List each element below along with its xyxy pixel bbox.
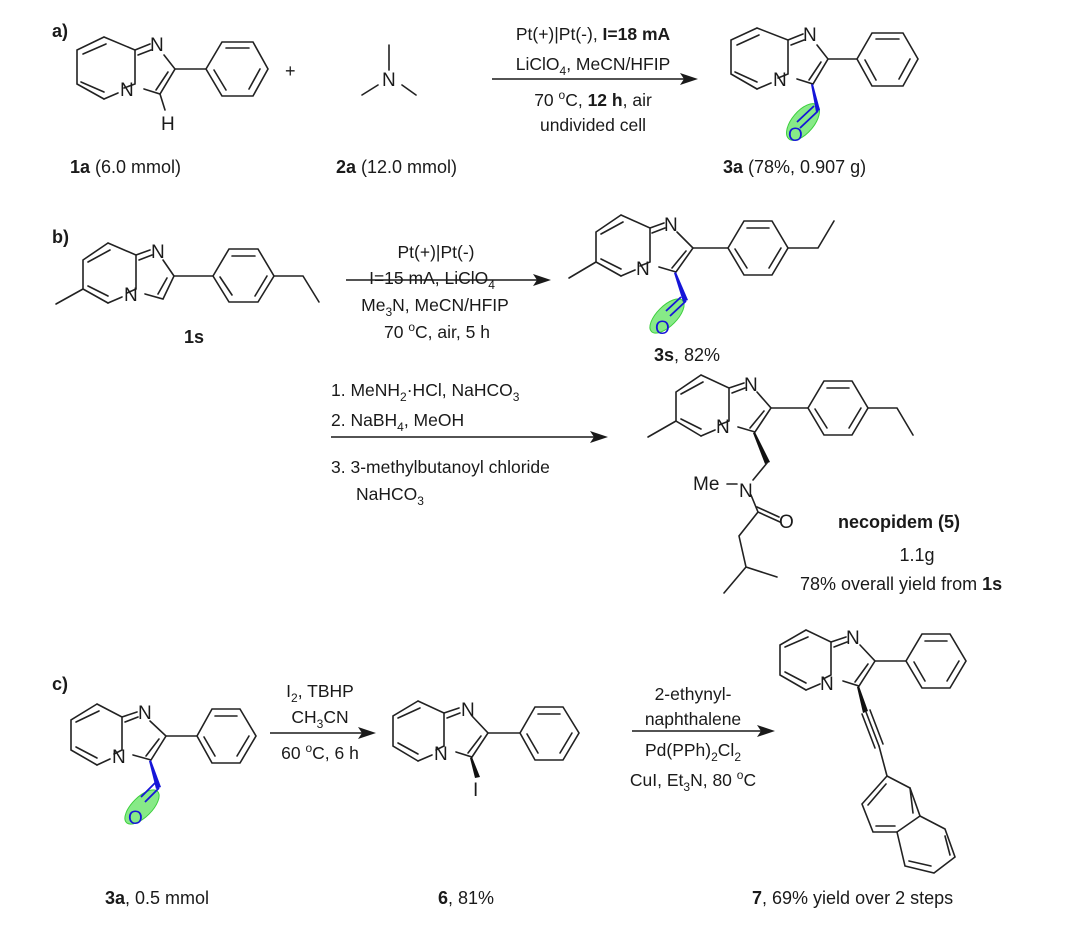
step-3-base: NaHCO3	[356, 484, 424, 508]
atom-n: N	[773, 70, 787, 91]
atom-i: I	[473, 780, 478, 801]
condition-line: Pt(+)|Pt(-), I=18 mA	[516, 24, 671, 44]
atom-n: N	[716, 417, 730, 438]
compound-label-6: 6, 81%	[438, 888, 494, 908]
atom-n: N	[434, 744, 448, 765]
atom-n: N	[664, 215, 678, 236]
structure-3a: O N N	[730, 25, 919, 146]
panel-a: a) N N H 1a (6.0 mmol) + N 2a (12	[52, 21, 919, 177]
arrow-head	[358, 727, 376, 739]
panel-c: c) O N N 3a, 0.5 mmol I2, TBHP CH3CN	[52, 628, 967, 908]
atom-n: N	[138, 703, 152, 724]
arrow-head	[533, 274, 551, 286]
compound-label-7: 7, 69% yield over 2 steps	[752, 888, 953, 908]
structure-6: I N N	[392, 700, 580, 801]
atom-n: N	[739, 481, 753, 502]
atom-n: N	[744, 375, 758, 396]
atom-n: N	[112, 747, 126, 768]
necopidem-name: necopidem (5)	[838, 512, 960, 532]
structure-1s: N N	[55, 242, 320, 306]
condition-line: undivided cell	[540, 115, 646, 135]
condition-line: 70 oC, 12 h, air	[534, 88, 652, 110]
step-1: 1. MeNH2·HCl, NaHCO3	[331, 380, 520, 404]
atom-n: N	[382, 70, 396, 91]
compound-label-3s: 3s, 82%	[654, 345, 720, 365]
atom-n: N	[124, 285, 138, 306]
compound-label-3a: 3a (78%, 0.907 g)	[723, 157, 866, 177]
atom-me: Me	[693, 474, 719, 495]
conditions-a: Pt(+)|Pt(-), I=18 mA LiClO4, MeCN/HFIP 7…	[492, 24, 698, 135]
arrow-head	[680, 73, 698, 85]
condition-line: naphthalene	[645, 709, 741, 729]
condition-line: Me3N, MeCN/HFIP	[361, 295, 509, 319]
panel-label-a: a)	[52, 21, 68, 41]
atom-n: N	[461, 700, 475, 721]
structure-necopidem: N N Me N O	[647, 374, 914, 594]
plus-sign: +	[285, 61, 296, 81]
compound-label-1s: 1s	[184, 327, 204, 347]
condition-line: 2-ethynyl-	[655, 684, 732, 704]
atom-n: N	[120, 80, 134, 101]
conditions-b-steps: 1. MeNH2·HCl, NaHCO3 2. NaBH4, MeOH 3. 3…	[331, 380, 608, 508]
condition-line: I=15 mA, LiClO4	[369, 268, 495, 292]
conditions-b: Pt(+)|Pt(-) I=15 mA, LiClO4 Me3N, MeCN/H…	[346, 242, 551, 342]
condition-line: CH3CN	[291, 707, 348, 731]
compound-label-2a: 2a (12.0 mmol)	[336, 157, 457, 177]
condition-line: I2, TBHP	[286, 681, 354, 705]
atom-o: O	[128, 808, 143, 829]
structure-7	[779, 629, 967, 874]
step-2: 2. NaBH4, MeOH	[331, 410, 464, 434]
panel-label-b: b)	[52, 227, 69, 247]
atom-n: N	[820, 674, 834, 695]
condition-line: LiClO4, MeCN/HFIP	[516, 54, 671, 78]
atom-n: N	[636, 259, 650, 280]
necopidem-yield: 78% overall yield from 1s	[800, 574, 1002, 594]
necopidem-mass: 1.1g	[899, 545, 934, 565]
compound-label-1a: 1a (6.0 mmol)	[70, 157, 181, 177]
atom-o: O	[788, 125, 803, 146]
condition-line: Pt(+)|Pt(-)	[398, 242, 475, 262]
panel-b: b) N N 1s Pt(+)|Pt(-) I=15 mA, LiClO4 Me…	[52, 214, 1002, 594]
arrow-head	[590, 431, 608, 443]
atom-n: N	[803, 25, 817, 46]
atom-h: H	[161, 114, 175, 135]
arrow-head	[757, 725, 775, 737]
condition-line: 60 oC, 6 h	[281, 741, 359, 763]
structure-1a: N N H	[76, 35, 269, 135]
structure-2a: N	[361, 44, 417, 96]
condition-line: CuI, Et3N, 80 oC	[630, 768, 756, 794]
step-3: 3. 3-methylbutanoyl chloride	[331, 457, 550, 477]
atom-n: N	[151, 242, 165, 263]
compound-label-3a-c: 3a, 0.5 mmol	[105, 888, 209, 908]
conditions-c1: I2, TBHP CH3CN 60 oC, 6 h	[270, 681, 376, 763]
atom-n: N	[150, 35, 164, 56]
atom-o: O	[779, 512, 794, 533]
atom-n: N	[846, 628, 860, 649]
aldehyde-highlight	[124, 789, 160, 825]
structure-3s: O N N	[568, 214, 835, 339]
conditions-c2: 2-ethynyl- naphthalene Pd(PPh)2Cl2 CuI, …	[630, 684, 775, 794]
panel-label-c: c)	[52, 674, 68, 694]
structure-3a-c: O N N	[70, 703, 257, 829]
condition-line: 70 oC, air, 5 h	[384, 320, 490, 342]
atom-o: O	[655, 318, 670, 339]
condition-line: Pd(PPh)2Cl2	[645, 740, 741, 764]
